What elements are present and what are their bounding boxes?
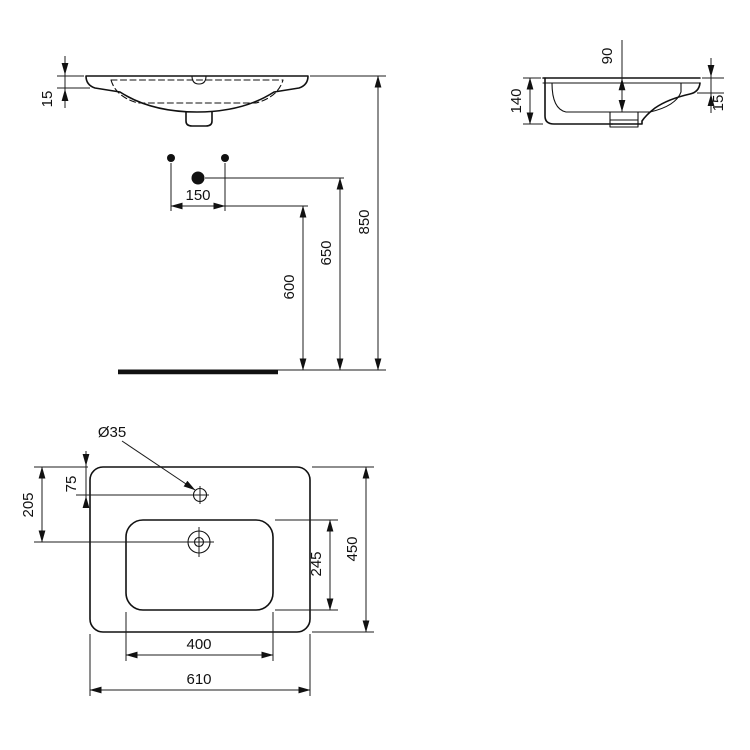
dim-label-rim-thickness: 15 xyxy=(39,91,56,108)
leader-line xyxy=(121,440,196,491)
tap-hole-front xyxy=(191,75,207,85)
bowl-plan-outline xyxy=(125,519,274,611)
dim-label-drain-offset: 205 xyxy=(20,492,37,517)
dim-label-hole-spacing: 150 xyxy=(185,187,210,204)
dim-overall-width-610: 610 xyxy=(89,634,311,696)
side-view: 90 140 15 xyxy=(508,40,727,128)
fixing-hole-right xyxy=(221,154,229,162)
dim-bowl-width-400: 400 xyxy=(125,612,274,661)
dim-bowl-depth-245: 245 xyxy=(275,519,338,611)
dim-label-tap-offset: 75 xyxy=(63,476,80,493)
tap-hole-callout: Ø35 xyxy=(98,424,196,491)
dim-side-rim-thickness-15: 15 xyxy=(697,58,727,113)
front-view: 15 150 600 650 850 xyxy=(39,56,386,375)
plan-view: Ø35 75 205 245 450 xyxy=(20,424,374,696)
fixing-hole-left xyxy=(167,154,175,162)
basin-front-outline xyxy=(85,75,309,113)
side-drain-trap xyxy=(609,111,639,128)
dim-front-rim-thickness: 15 xyxy=(39,56,90,108)
side-bowl-interior xyxy=(551,82,682,113)
dim-label-total-height: 140 xyxy=(508,88,525,113)
dim-label-side-rim-thickness: 15 xyxy=(710,95,727,112)
dim-height-650: 650 xyxy=(205,177,344,371)
dim-height-600: 600 xyxy=(281,205,307,371)
drain-centerlines xyxy=(184,527,214,557)
dim-side-total-height-140: 140 xyxy=(508,77,543,125)
dim-label-bowl-width: 400 xyxy=(186,636,211,653)
basin-bowl-hidden-line xyxy=(110,79,284,104)
dim-overall-depth-450: 450 xyxy=(312,466,374,633)
dim-label-height-650: 650 xyxy=(318,240,335,265)
side-back-wall xyxy=(544,77,613,125)
dim-label-bowl-depth-plan: 245 xyxy=(308,551,325,576)
dim-hole-spacing-150: 150 xyxy=(170,163,308,211)
basin-plan-outline xyxy=(89,466,311,633)
drain-outlet-front xyxy=(185,111,213,127)
dim-label-bowl-depth: 90 xyxy=(599,48,616,65)
dim-label-height-600: 600 xyxy=(281,274,298,299)
dim-label-height-850: 850 xyxy=(356,209,373,234)
tap-hole-diameter-label: Ø35 xyxy=(98,424,126,441)
dim-tap-offset-75: 75 xyxy=(34,451,192,508)
side-front-underside xyxy=(611,82,701,125)
dim-height-850: 850 xyxy=(310,75,386,371)
dim-side-bowl-depth-90: 90 xyxy=(599,40,626,112)
dim-drain-offset-205: 205 xyxy=(20,466,188,543)
dim-label-overall-width: 610 xyxy=(186,671,211,688)
mounting-point-center xyxy=(191,171,205,185)
tap-hole-centerlines xyxy=(191,486,209,504)
dim-label-overall-depth: 450 xyxy=(344,536,361,561)
